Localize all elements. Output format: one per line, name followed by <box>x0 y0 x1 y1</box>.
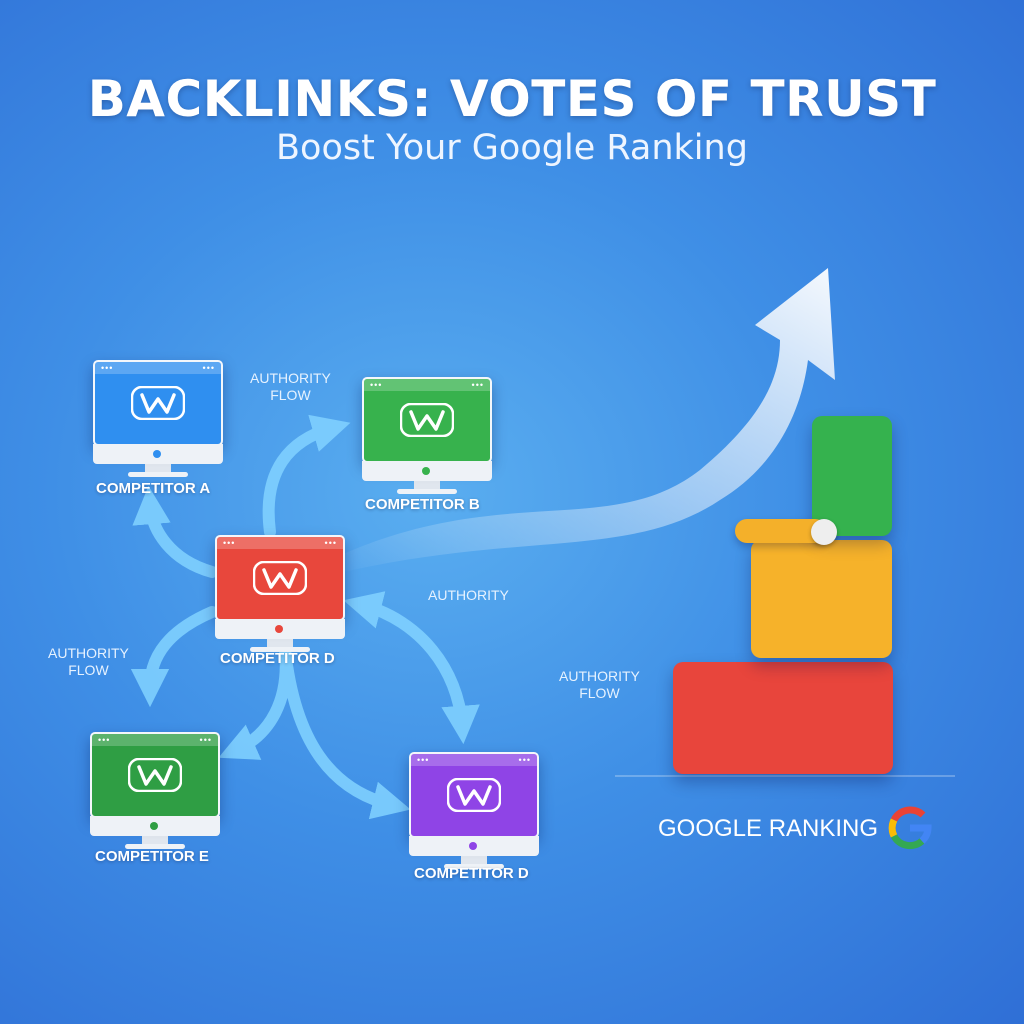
label-competitor-b: COMPETITOR B <box>365 496 480 513</box>
monitor-screen: •••••• <box>362 377 492 463</box>
w-logo-icon <box>131 386 185 420</box>
authority-label-middle: AUTHORITY <box>428 587 509 603</box>
arrow-bidirectional <box>343 591 480 745</box>
google-g-icon <box>888 806 932 850</box>
arrow-to-competitor-a <box>132 485 218 578</box>
google-ranking-label: GOOGLE RANKING <box>658 815 879 842</box>
arrow-to-left <box>130 606 218 708</box>
monitor-competitor-a: •••••• <box>93 360 223 477</box>
monitor-competitor-d-center: •••••• <box>215 535 345 652</box>
monitor-screen: •••••• <box>409 752 539 838</box>
ranking-block-yellow <box>751 540 892 658</box>
ranking-block-green <box>812 416 892 536</box>
arrow-to-competitor-d2 <box>279 644 411 820</box>
label-competitor-e: COMPETITOR E <box>95 848 209 865</box>
monitor-competitor-d2: •••••• <box>409 752 539 869</box>
monitor-competitor-b: •••••• <box>362 377 492 494</box>
label-competitor-a: COMPETITOR A <box>96 480 211 497</box>
arrow-to-competitor-b <box>262 414 351 538</box>
w-logo-icon <box>253 561 307 595</box>
page-subtitle: Boost Your Google Ranking <box>276 128 748 168</box>
monitor-screen: •••••• <box>90 732 220 818</box>
growth-arrow-body <box>330 268 835 575</box>
ranking-ball <box>811 519 837 545</box>
w-logo-icon <box>447 778 501 812</box>
authority-flow-label-left: AUTHORITY FLOW <box>48 645 129 678</box>
monitor-screen: •••••• <box>215 535 345 621</box>
w-logo-icon <box>128 758 182 792</box>
authority-flow-label-right: AUTHORITY FLOW <box>559 668 640 701</box>
monitor-screen: •••••• <box>93 360 223 446</box>
label-competitor-d-center: COMPETITOR D <box>220 650 335 667</box>
w-logo-icon <box>400 403 454 437</box>
monitor-competitor-e: •••••• <box>90 732 220 849</box>
label-competitor-d2: COMPETITOR D <box>414 865 529 882</box>
ranking-block-red <box>673 662 893 774</box>
page-title: BACKLINKS: VOTES OF TRUST <box>87 70 937 128</box>
authority-flow-label-top: AUTHORITY FLOW <box>250 370 331 403</box>
